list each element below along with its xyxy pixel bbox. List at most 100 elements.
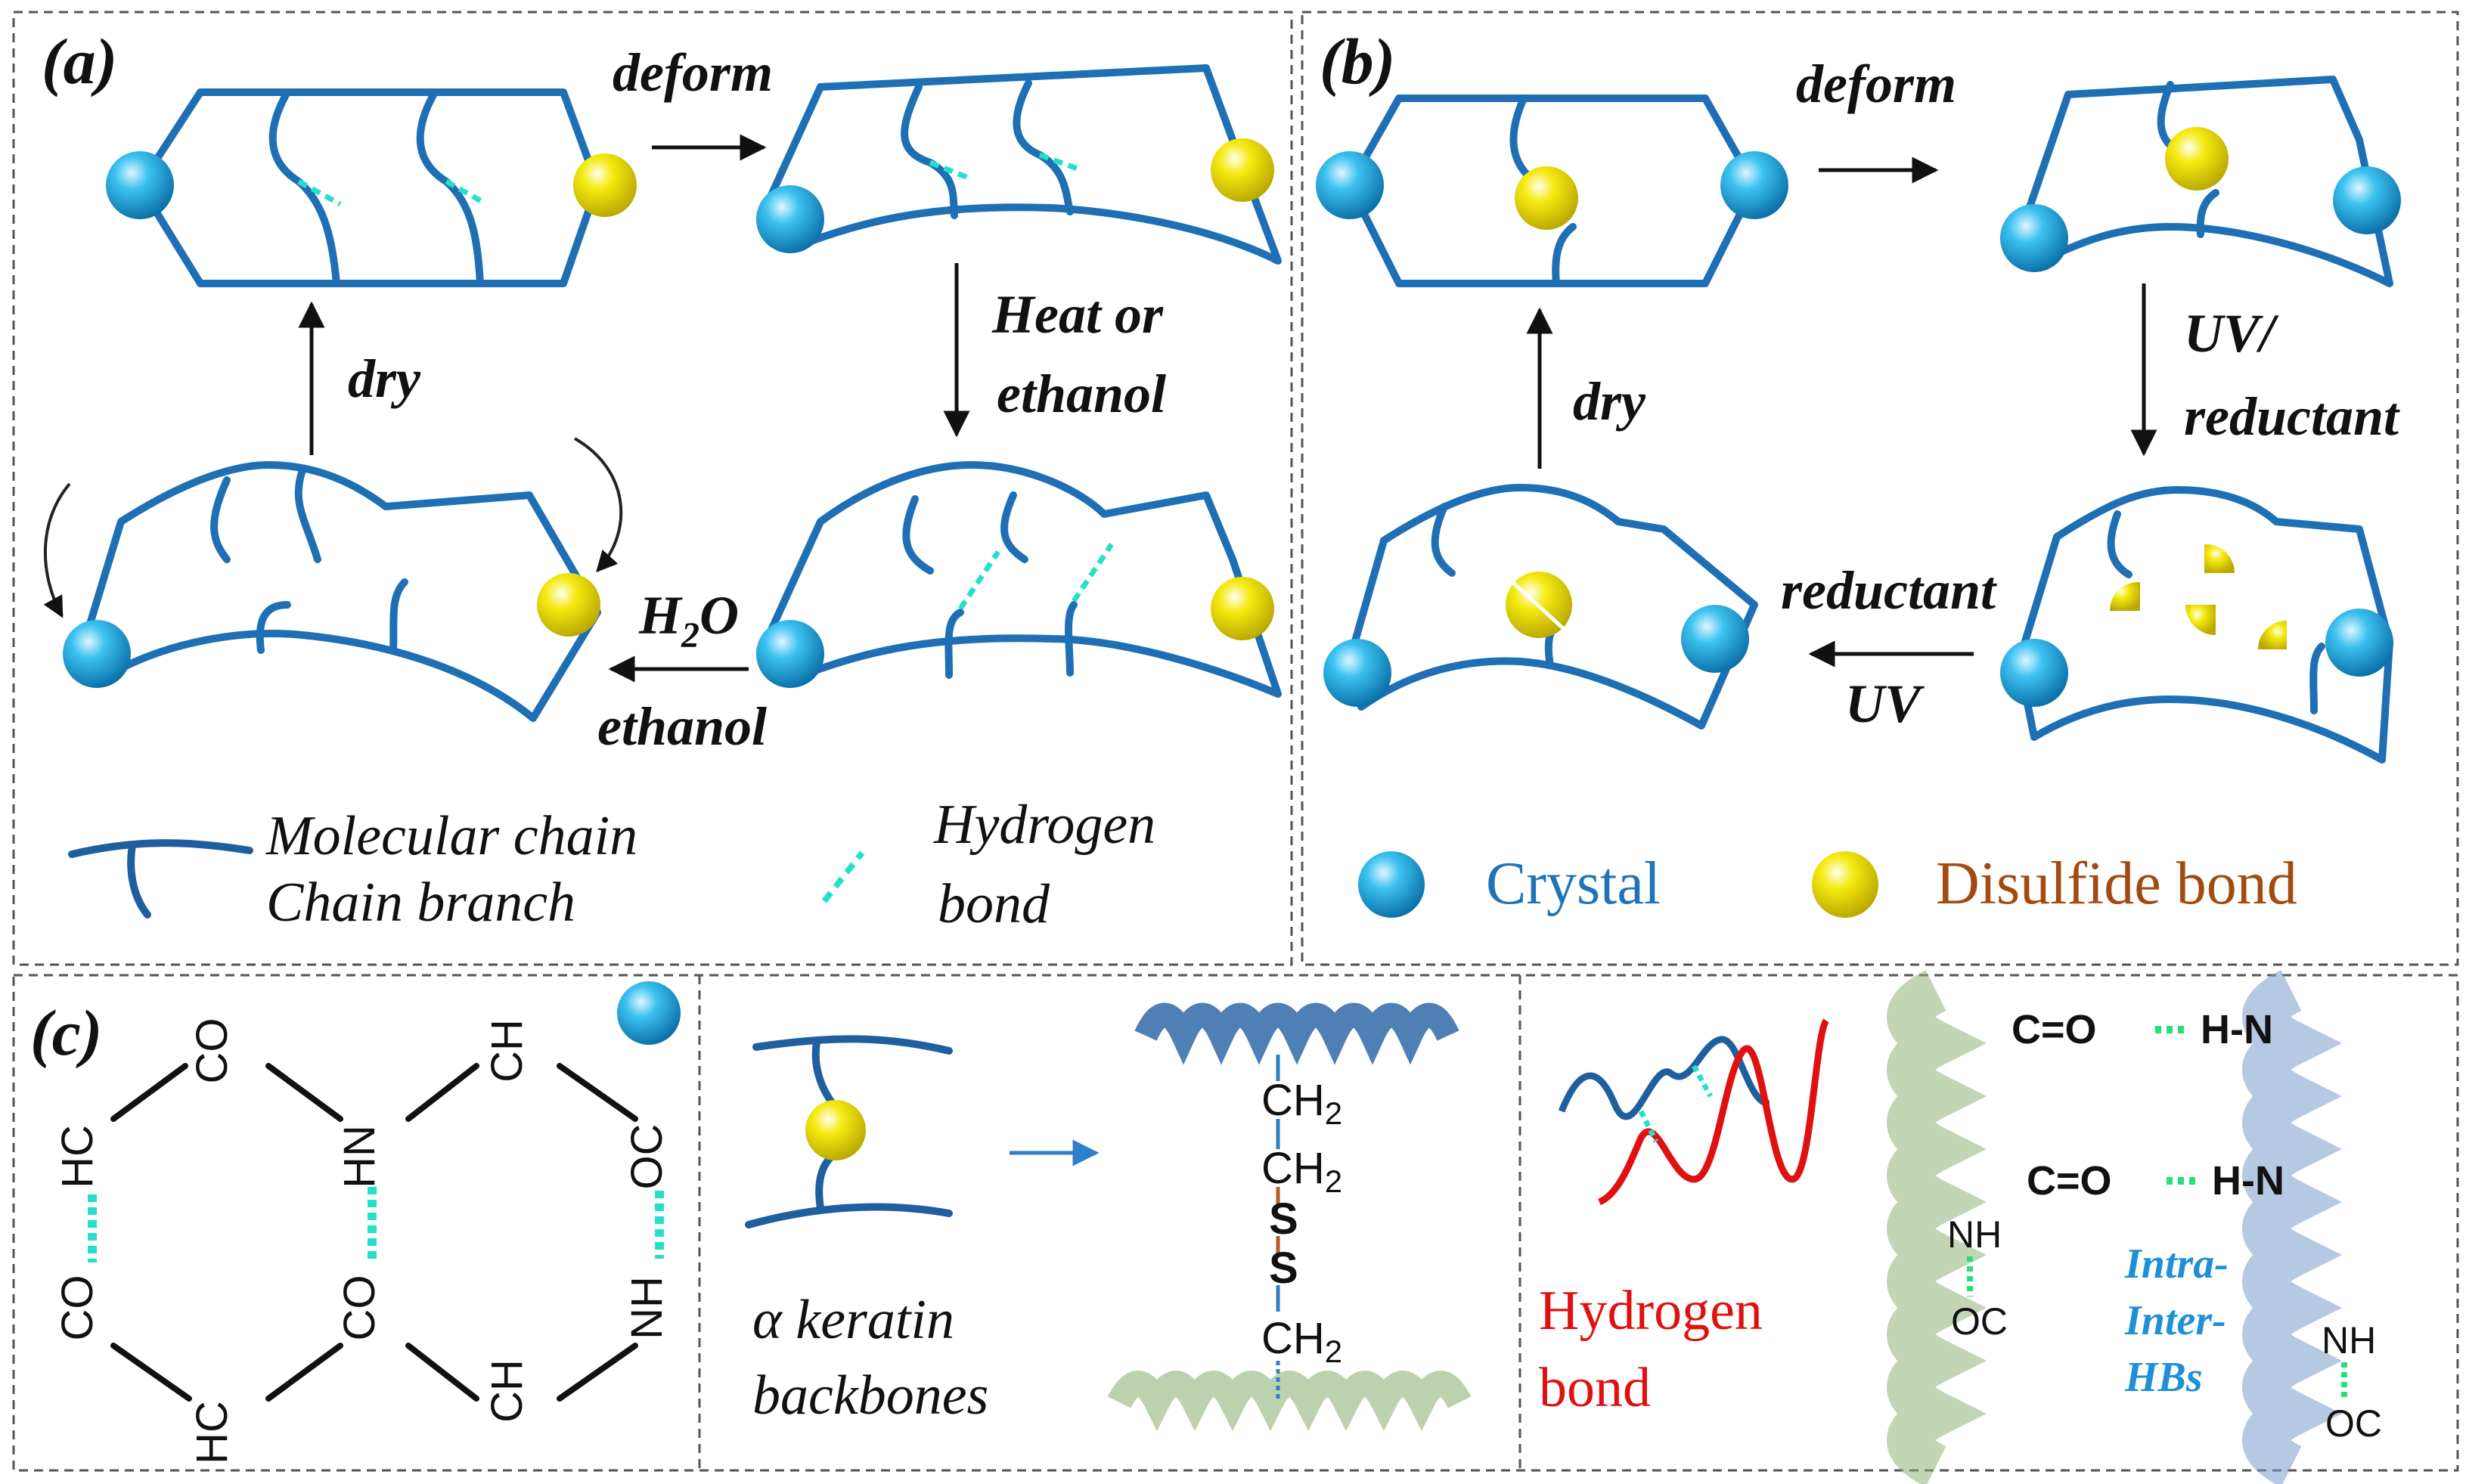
helix-top bbox=[1134, 1002, 1459, 1065]
peptide-ring-bonds bbox=[110, 1063, 638, 1402]
panel-c-label: (c) bbox=[30, 996, 102, 1069]
disulfide-a2 bbox=[1211, 138, 1274, 202]
ch2-2: CH2 bbox=[1261, 1144, 1342, 1199]
panel-b-label: (b) bbox=[1320, 25, 1395, 98]
hydrogen-label-2: bond bbox=[1539, 1357, 1651, 1419]
co-label-1: C=O bbox=[2011, 1007, 2097, 1052]
crystal-b3-right bbox=[2325, 609, 2393, 677]
crystal-b2-right bbox=[2333, 166, 2401, 234]
disulfide-fragment-1 bbox=[2110, 581, 2140, 611]
crystal-b1-right bbox=[1720, 151, 1788, 219]
crystal-b3-left bbox=[2000, 639, 2068, 707]
sulfur-1: S bbox=[1269, 1194, 1298, 1244]
legend-a-hb-2: bond bbox=[938, 873, 1050, 935]
hydrogen-label-1: Hydrogen bbox=[1539, 1280, 1763, 1342]
hb-helix-red bbox=[1597, 1018, 1830, 1206]
panel-a-frame bbox=[12, 11, 1293, 966]
ring-hbonds bbox=[88, 1187, 664, 1262]
hb-bond-2 bbox=[1691, 1064, 1714, 1098]
crystal-b1-left bbox=[1316, 151, 1384, 219]
network-a-top-right bbox=[760, 64, 1282, 265]
ring-lower-co-2: CO bbox=[335, 1275, 384, 1341]
rotate-arrow-right bbox=[574, 437, 623, 573]
legend-a-chain-1: Molecular chain bbox=[265, 805, 637, 867]
ch2-1: CH2 bbox=[1261, 1076, 1342, 1131]
crystal-b2-left bbox=[2000, 204, 2068, 272]
ring-top-co: CO bbox=[188, 1018, 237, 1084]
hbond-a3-1 bbox=[958, 550, 1000, 610]
label-b-uv-1: UV/ bbox=[2184, 303, 2279, 364]
hn-label-1: H-N bbox=[2201, 1007, 2273, 1052]
disulfide-a1 bbox=[573, 153, 637, 217]
ring-top-ch: CH bbox=[482, 1019, 532, 1083]
helix-bottom bbox=[1107, 1371, 1472, 1431]
label-a-heat-2: ethanol bbox=[997, 364, 1166, 424]
helix-blue-large bbox=[2242, 970, 2343, 1484]
disulfide-fragment-4 bbox=[2258, 621, 2287, 649]
legend-a-hbond-symbol bbox=[821, 850, 865, 903]
nh-label-left: NH bbox=[1947, 1213, 2002, 1256]
disulfide-b2 bbox=[2165, 127, 2229, 191]
panel-b-frame bbox=[1301, 11, 2459, 966]
disulfide-fragment-3 bbox=[2185, 605, 2216, 635]
intra-label: Intra- bbox=[2124, 1241, 2229, 1287]
legend-b-crystal-symbol bbox=[1358, 851, 1425, 918]
hn-label-2: H-N bbox=[2212, 1158, 2284, 1204]
label-a-water: H2O bbox=[638, 585, 739, 655]
network-a-top-left bbox=[136, 88, 601, 287]
disulfide-fragment-2 bbox=[2204, 544, 2235, 573]
hb-bond-1 bbox=[1638, 1110, 1659, 1143]
legend-a-hb-1: Hydrogen bbox=[933, 794, 1155, 856]
label-a-deform: deform bbox=[613, 42, 773, 103]
label-b-dry: dry bbox=[1573, 371, 1646, 432]
crystal-a2 bbox=[756, 185, 824, 253]
ring-upper-hc: HC bbox=[53, 1125, 102, 1188]
legend-b-disulfide-symbol bbox=[1812, 851, 1878, 918]
keratin-disulfide bbox=[805, 1100, 866, 1160]
ring-bottom-ch: CH bbox=[482, 1359, 532, 1423]
label-b-reductant: reductant bbox=[1781, 560, 1997, 621]
hbond-a2-1 bbox=[929, 160, 969, 181]
ring-labels: CO CH HC HN OC CO CO NH HC CH bbox=[53, 1018, 672, 1464]
ring-lower-nh: NH bbox=[622, 1276, 672, 1340]
hb-helix-blue bbox=[1558, 1036, 1770, 1120]
rotate-arrow-left bbox=[43, 482, 71, 618]
oc-label-left: OC bbox=[1951, 1300, 2008, 1343]
disulfide-a3 bbox=[1211, 577, 1274, 640]
crystal-a1 bbox=[106, 151, 174, 219]
network-a-bottom-left bbox=[79, 461, 601, 722]
crystal-a4 bbox=[63, 620, 131, 688]
disulfide-b1 bbox=[1515, 166, 1578, 230]
label-a-dry: dry bbox=[348, 349, 421, 409]
network-b-bottom-right bbox=[2015, 486, 2393, 764]
co-label-2: C=O bbox=[2027, 1158, 2112, 1204]
oc-label-right: OC bbox=[2325, 1402, 2382, 1445]
sulfur-2: S bbox=[1269, 1244, 1298, 1293]
legend-b-crystal: Crystal bbox=[1486, 850, 1661, 917]
ring-lower-co: CO bbox=[53, 1275, 102, 1341]
hbond-a3-2 bbox=[1072, 543, 1114, 603]
hbond-a1-1 bbox=[297, 178, 342, 207]
label-b-deform: deform bbox=[1796, 54, 1956, 114]
label-a-ethanol: ethanol bbox=[597, 696, 767, 757]
hbond-a1-2 bbox=[445, 178, 485, 206]
hbond-a2-2 bbox=[1038, 152, 1083, 173]
legend-b-disulfide: Disulfide bond bbox=[1936, 850, 2297, 917]
crystal-a3 bbox=[756, 620, 824, 688]
panel-a-label: (a) bbox=[42, 25, 117, 98]
keratin-chain-symbol bbox=[745, 1035, 953, 1228]
crystal-b4-left bbox=[1323, 639, 1391, 707]
ring-upper-oc: OC bbox=[622, 1124, 672, 1190]
inter-label: Inter- bbox=[2124, 1297, 2226, 1344]
keratin-label-1: α keratin bbox=[752, 1289, 954, 1351]
panel-c-frame bbox=[12, 974, 2459, 1472]
legend-a-chain-2: Chain branch bbox=[266, 872, 575, 934]
disulfide-b4-crack bbox=[1511, 581, 1565, 630]
ch2-3: CH2 bbox=[1261, 1314, 1342, 1369]
crystal-b4-right bbox=[1681, 605, 1749, 673]
ring-bottom-hc: HC bbox=[188, 1401, 237, 1464]
legend-a-chain-symbol bbox=[68, 839, 253, 919]
crystal-c bbox=[617, 981, 681, 1045]
label-a-heat-1: Heat or bbox=[991, 284, 1164, 345]
